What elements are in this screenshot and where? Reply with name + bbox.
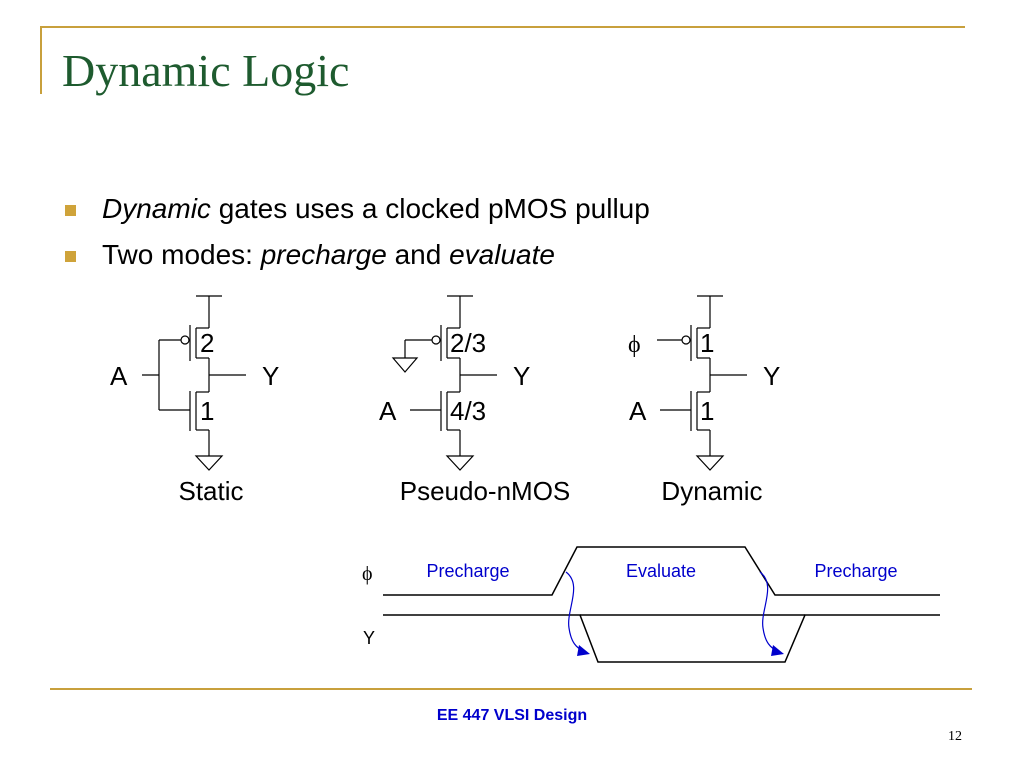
arrowhead-icon (771, 645, 784, 656)
bullet-list: Dynamic gates uses a clocked pMOS pullup… (62, 186, 650, 278)
bullet-item: Dynamic gates uses a clocked pMOS pullup (62, 186, 650, 232)
square-bullet-icon (65, 251, 76, 262)
phase-label-precharge-1: Precharge (426, 561, 509, 581)
square-bullet-icon (65, 205, 76, 216)
dynamic-clock-label: ϕ (628, 332, 641, 358)
clock-waveform (383, 546, 940, 596)
bullet-text: Two modes: (102, 239, 261, 270)
pseudo-nmos-inverter-schematic (391, 295, 497, 471)
pseudo-input-label: A (379, 396, 397, 426)
dynamic-pmos-size-label: 1 (700, 328, 714, 358)
dynamic-caption: Dynamic (661, 476, 762, 506)
timing-diagram: Precharge Evaluate Precharge ϕ Y (362, 546, 940, 663)
dynamic-input-label: A (629, 396, 647, 426)
clock-fall-arrow (759, 571, 780, 653)
phase-label-precharge-2: Precharge (814, 561, 897, 581)
static-caption: Static (178, 476, 243, 506)
dynamic-nmos-size-label: 1 (700, 396, 714, 426)
pseudo-nmos-size-label: 4/3 (450, 396, 486, 426)
dynamic-inverter-schematic (657, 295, 747, 471)
bullet-text: and (386, 239, 450, 270)
pseudo-output-label: Y (513, 361, 530, 391)
footer-divider (50, 688, 972, 690)
bullet-item: Two modes: precharge and evaluate (62, 232, 650, 278)
page-number: 12 (948, 729, 962, 744)
static-inverter-schematic (142, 295, 246, 471)
bullet-emphasis: Dynamic (102, 193, 211, 224)
bullet-emphasis: evaluate (449, 239, 555, 270)
pseudo-pmos-size-label: 2/3 (450, 328, 486, 358)
slide-title: Dynamic Logic (62, 45, 350, 96)
static-pmos-size-label: 2 (200, 328, 214, 358)
pseudo-caption: Pseudo-nMOS (400, 476, 571, 506)
clock-rise-arrow (565, 571, 586, 653)
frame-top-bar (40, 26, 965, 28)
static-input-label: A (110, 361, 128, 391)
static-output-label: Y (262, 361, 279, 391)
timing-output-label: Y (363, 628, 375, 648)
footer-course-label: EE 447 VLSI Design (436, 707, 588, 724)
frame-left-bar (40, 26, 42, 94)
timing-clock-label: ϕ (362, 563, 373, 585)
phase-label-evaluate: Evaluate (626, 561, 696, 581)
static-nmos-size-label: 1 (200, 396, 214, 426)
dynamic-output-label: Y (763, 361, 780, 391)
output-waveform-high (383, 614, 940, 663)
arrowhead-icon (577, 645, 590, 656)
bullet-text: gates uses a clocked pMOS pullup (210, 193, 650, 224)
bullet-emphasis: precharge (260, 239, 387, 270)
